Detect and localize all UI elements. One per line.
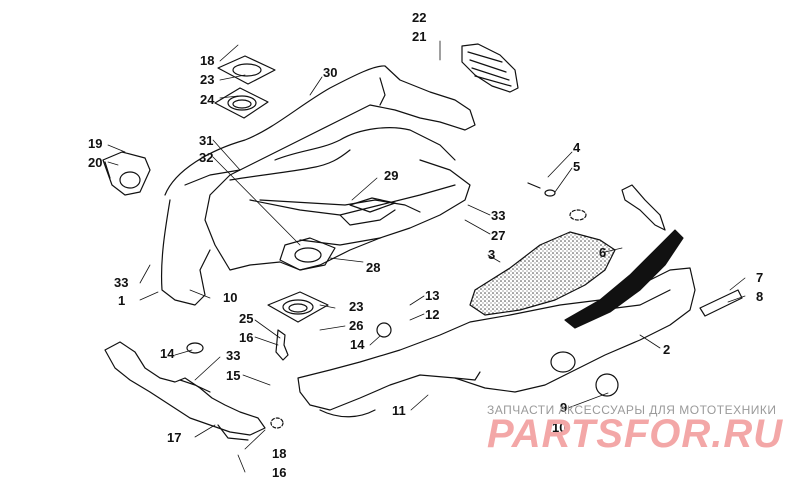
callout-33: 33	[114, 275, 128, 290]
callout-6: 6	[599, 245, 606, 260]
access-plate-upper	[214, 55, 276, 119]
duct-cap	[102, 151, 151, 196]
callout-24: 24	[200, 92, 215, 107]
callout-19: 19	[88, 136, 102, 151]
skid-pad	[469, 231, 616, 316]
hose-clamps	[186, 322, 392, 354]
callout-7: 7	[756, 270, 763, 285]
callout-22: 22	[412, 10, 426, 25]
callout-10: 10	[552, 420, 566, 435]
grommet	[270, 417, 284, 429]
access-plate-lower	[267, 291, 329, 323]
trim-strip	[699, 289, 743, 317]
callout-9: 9	[560, 400, 567, 415]
runner-bar	[564, 184, 684, 329]
callout-1: 1	[118, 293, 125, 308]
vent-grille	[461, 43, 519, 93]
callout-18: 18	[272, 446, 286, 461]
watermark-tagline: ЗАПЧАСТИ АКСЕССУАРЫ ДЛЯ МОТОТЕХНИКИ	[487, 403, 777, 417]
callout-10: 10	[223, 290, 237, 305]
callout-12: 12	[425, 307, 439, 322]
bracket	[275, 329, 289, 361]
callout-32: 32	[199, 150, 213, 165]
callout-29: 29	[384, 168, 398, 183]
callout-18: 18	[200, 53, 214, 68]
callout-30: 30	[323, 65, 337, 80]
watermark-brand: PARTSFOR.RU	[487, 412, 784, 456]
callout-16: 16	[272, 465, 286, 480]
callout-15: 15	[226, 368, 240, 383]
callout-14: 14	[350, 337, 365, 352]
callout-28: 28	[366, 260, 380, 275]
floor-panel	[259, 197, 421, 213]
belly-pan-upper	[160, 65, 476, 306]
callout-26: 26	[349, 318, 363, 333]
callout-31: 31	[199, 133, 213, 148]
callout-4: 4	[573, 140, 581, 155]
callout-labels: 22 21 18 23 24 30 19 20 31 32 29 4 5 33 …	[88, 10, 763, 480]
washer-bolt	[527, 182, 587, 221]
callout-23: 23	[200, 72, 214, 87]
callout-16: 16	[239, 330, 253, 345]
callout-8: 8	[756, 289, 763, 304]
callout-21: 21	[412, 29, 426, 44]
leader-lines	[107, 40, 746, 473]
callout-3: 3	[488, 247, 495, 262]
callout-11: 11	[392, 403, 406, 418]
callout-5: 5	[573, 159, 580, 174]
callout-27: 27	[491, 228, 505, 243]
callout-17: 17	[167, 430, 181, 445]
callout-33: 33	[491, 208, 505, 223]
callout-20: 20	[88, 155, 102, 170]
callout-23: 23	[349, 299, 363, 314]
callout-25: 25	[239, 311, 253, 326]
callout-33: 33	[226, 348, 240, 363]
front-bumper	[104, 341, 266, 441]
callout-2: 2	[663, 342, 670, 357]
callout-14: 14	[160, 346, 175, 361]
callout-13: 13	[425, 288, 439, 303]
access-plate-mid	[279, 237, 336, 271]
